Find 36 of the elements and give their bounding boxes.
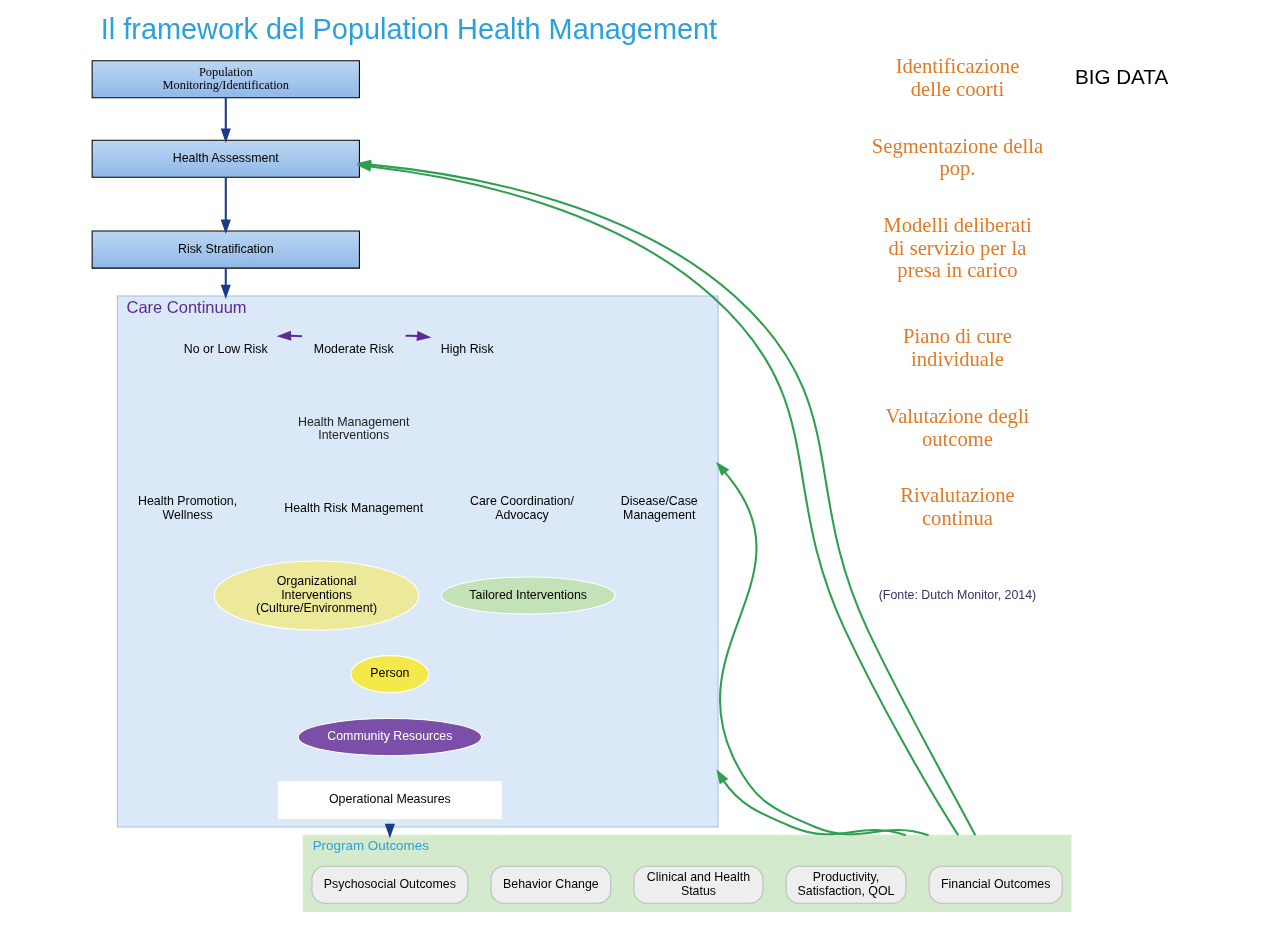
node-box: Operational Measures [277,781,502,820]
caption: (Fonte: Dutch Monitor, 2014) [878,587,1037,602]
label: BIG DATA [1074,65,1169,89]
node-text: Moderate Risk [313,341,394,356]
arrow [220,97,231,144]
node-box: Risk Stratification [91,230,360,269]
node-text: Health Promotion, Wellness [138,494,238,522]
label: Identificazione delle coorti [895,55,1020,100]
node-ellipse: Organizational Interventions (Culture/Environment) [213,560,420,631]
node-ellipse: Community Resources [297,718,482,757]
node-box: Clinical and Health Status [633,865,764,904]
node-ellipse: Person [350,655,430,694]
arrow [716,461,929,837]
arrow [220,268,231,300]
node-text: Health Risk Management [284,500,424,515]
label: Modelli deliberati di servizio per la presa in carico [883,214,1032,282]
node-text: Disease/Case Management [620,494,698,522]
arrow [276,330,303,341]
node-ellipse: Tailored Interventions [440,576,616,615]
node-box: Behavior Change [490,865,612,904]
label: Valutazione degli outcome [885,404,1030,450]
node-box: Health Assessment [91,139,360,178]
node-box: Population Monitoring/Identification [91,60,360,99]
label: Piano di cure individuale [903,325,1012,371]
arrow [220,177,231,234]
node-text: Health Management Interventions [298,414,410,443]
arrow [716,769,907,837]
diagram-title: Il framework del Population Health Management [100,13,718,46]
node-box: Financial Outcomes [928,865,1063,904]
node-text: Care Coordination/ Advocacy [470,494,574,522]
label: Rivalutazione continua [900,484,1015,530]
node-text: No or Low Risk [183,341,268,356]
node-text: High Risk [440,341,494,356]
label: Segmentazione della pop. [871,134,1044,180]
node-box: Psychosocial Outcomes [311,865,469,904]
node-box: Productivity, Satisfaction, QOL [785,865,907,904]
